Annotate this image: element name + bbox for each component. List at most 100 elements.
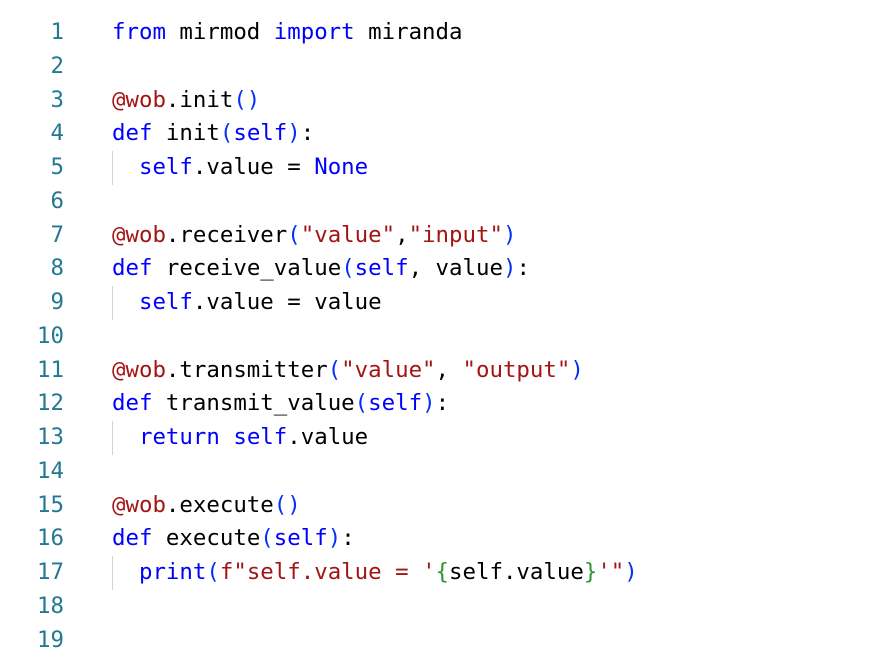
token-plain: .value = value xyxy=(193,289,382,315)
line-number: 13 xyxy=(0,421,64,455)
token-plain: .execute xyxy=(166,492,274,518)
line-number: 3 xyxy=(0,84,64,118)
token-plain xyxy=(220,424,233,450)
token-plain: : xyxy=(436,390,449,416)
token-plain xyxy=(112,424,139,450)
token-plain xyxy=(112,154,139,180)
code-text: self.value = None xyxy=(112,151,368,185)
code-text: return self.value xyxy=(112,421,368,455)
code-line[interactable]: 9 self.value = value xyxy=(0,286,896,320)
token-plain: .receiver xyxy=(166,222,287,248)
token-self: self xyxy=(274,525,328,551)
token-str: '" xyxy=(597,559,624,585)
code-text: from mirmod import miranda xyxy=(112,16,463,50)
line-number: 4 xyxy=(0,117,64,151)
token-paren: ( xyxy=(220,120,233,146)
code-line[interactable]: 6 xyxy=(0,185,896,219)
line-number: 16 xyxy=(0,522,64,556)
line-number: 15 xyxy=(0,489,64,523)
token-kw: def xyxy=(112,525,152,551)
token-str: "input" xyxy=(409,222,503,248)
token-kw: from xyxy=(112,19,166,45)
token-paren: ) xyxy=(503,255,516,281)
token-plain: miranda xyxy=(355,19,463,45)
line-number: 8 xyxy=(0,252,64,286)
code-line[interactable]: 11 @wob.transmitter("value", "output") xyxy=(0,354,896,388)
token-plain: .transmitter xyxy=(166,357,328,383)
token-str: f"self.value = ' xyxy=(220,559,436,585)
token-fn: receive_value xyxy=(152,255,341,281)
code-text: @wob.execute() xyxy=(112,489,301,523)
token-paren: ( xyxy=(328,357,341,383)
token-self: self xyxy=(355,255,409,281)
token-paren: () xyxy=(274,492,301,518)
token-plain: self.value xyxy=(449,559,584,585)
token-plain: : xyxy=(301,120,314,146)
code-line[interactable]: 5 self.value = None xyxy=(0,151,896,185)
token-paren: ) xyxy=(422,390,435,416)
code-line[interactable]: 7 @wob.receiver("value","input") xyxy=(0,219,896,253)
code-line[interactable]: 18 xyxy=(0,590,896,624)
token-paren: () xyxy=(233,87,260,113)
line-number: 6 xyxy=(0,185,64,219)
token-paren: ) xyxy=(287,120,300,146)
code-line[interactable]: 3 @wob.init() xyxy=(0,84,896,118)
token-dec: @wob xyxy=(112,222,166,248)
line-number: 11 xyxy=(0,354,64,388)
line-number: 17 xyxy=(0,556,64,590)
token-kw: def xyxy=(112,390,152,416)
token-self: self xyxy=(233,120,287,146)
line-number: 14 xyxy=(0,455,64,489)
token-paren: ( xyxy=(287,222,300,248)
line-number: 7 xyxy=(0,219,64,253)
line-number: 9 xyxy=(0,286,64,320)
token-dec: @wob xyxy=(112,87,166,113)
token-paren: ) xyxy=(570,357,583,383)
code-line[interactable]: 13 return self.value xyxy=(0,421,896,455)
token-plain: , xyxy=(436,357,463,383)
token-fn: execute xyxy=(152,525,260,551)
code-line[interactable]: 19 xyxy=(0,624,896,657)
code-line[interactable]: 15 @wob.execute() xyxy=(0,489,896,523)
token-str: "output" xyxy=(463,357,571,383)
line-number: 10 xyxy=(0,320,64,354)
code-text: def transmit_value(self): xyxy=(112,387,449,421)
code-line[interactable]: 2 xyxy=(0,50,896,84)
line-number: 18 xyxy=(0,590,64,624)
token-dec: @wob xyxy=(112,492,166,518)
token-paren: ( xyxy=(260,525,273,551)
token-self: self xyxy=(139,154,193,180)
code-line[interactable]: 12 def transmit_value(self): xyxy=(0,387,896,421)
token-paren: ) xyxy=(328,525,341,551)
token-self: self xyxy=(368,390,422,416)
token-dec: @wob xyxy=(112,357,166,383)
token-plain: , xyxy=(395,222,408,248)
token-plain: .value xyxy=(287,424,368,450)
code-line[interactable]: 16 def execute(self): xyxy=(0,522,896,556)
code-text: @wob.transmitter("value", "output") xyxy=(112,354,584,388)
token-plain: : xyxy=(341,525,354,551)
token-str: "value" xyxy=(301,222,395,248)
code-text: @wob.init() xyxy=(112,84,260,118)
code-line[interactable]: 10 xyxy=(0,320,896,354)
code-text: def execute(self): xyxy=(112,522,355,556)
token-str: "value" xyxy=(341,357,435,383)
code-text: print(f"self.value = '{self.value}'") xyxy=(112,556,638,590)
token-plain: .value = xyxy=(193,154,314,180)
line-number: 2 xyxy=(0,50,64,84)
token-self: self xyxy=(233,424,287,450)
line-number: 5 xyxy=(0,151,64,185)
code-text: @wob.receiver("value","input") xyxy=(112,219,516,253)
token-plain: : xyxy=(516,255,529,281)
token-paren: ) xyxy=(624,559,637,585)
line-number: 12 xyxy=(0,387,64,421)
token-kw: def xyxy=(112,120,152,146)
token-kw: return xyxy=(139,424,220,450)
code-line[interactable]: 14 xyxy=(0,455,896,489)
token-paren: ( xyxy=(355,390,368,416)
code-line[interactable]: 17 print(f"self.value = '{self.value}'") xyxy=(0,556,896,590)
